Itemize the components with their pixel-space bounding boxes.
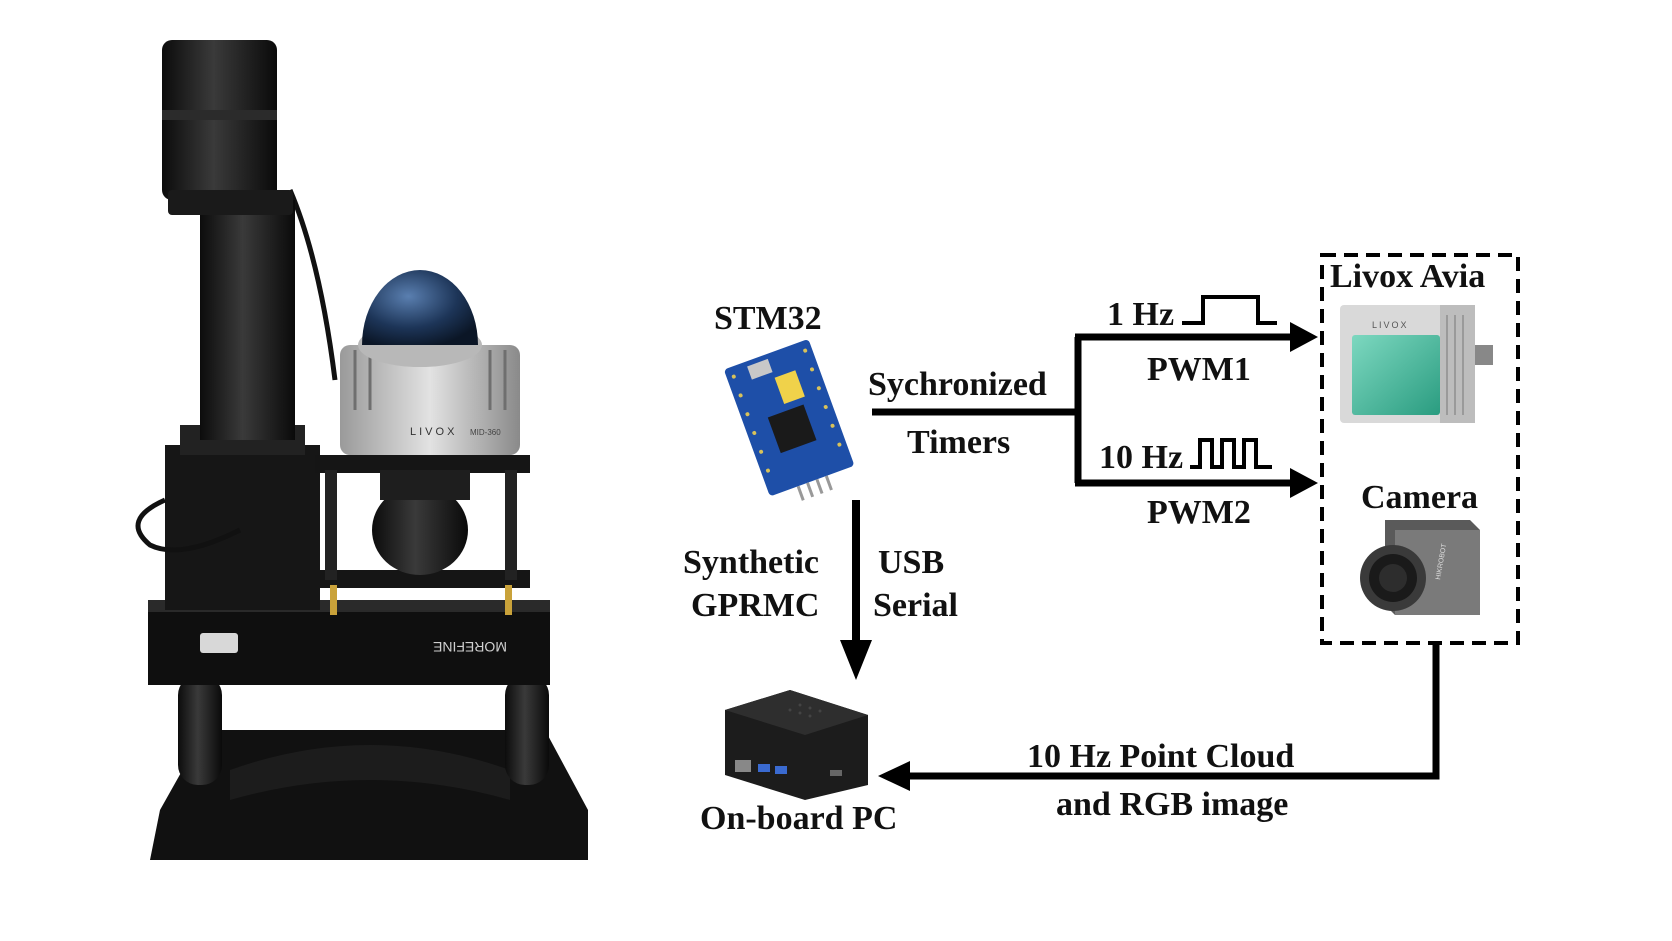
rig-lidar-brand: LIVOX (410, 426, 457, 438)
camera-label: Camera (1361, 479, 1479, 516)
rig-leg-left (178, 675, 222, 785)
data-return-line (905, 645, 1440, 780)
rig-lidar-body (340, 345, 520, 455)
rig-battery (165, 445, 320, 610)
point-cloud-label-line1: 10 Hz Point Cloud (1027, 738, 1295, 775)
rig-camera-lens (372, 485, 468, 575)
avia-brand: LIVOX (1372, 320, 1409, 330)
industrial-camera-icon: HIKROBOT (1360, 520, 1480, 615)
freq-1hz-label: 1 Hz (1107, 296, 1175, 333)
pulse-10hz-icon (1190, 438, 1272, 469)
onboard-pc-label: On-board PC (700, 800, 898, 837)
rig-lidar-model: MID-360 (470, 428, 501, 437)
point-cloud-label-line2: and RGB image (1056, 786, 1289, 823)
rig-leg-right (505, 675, 549, 785)
livox-avia-label: Livox Avia (1330, 258, 1486, 295)
rig-lidar-dome (362, 270, 478, 345)
data-return-arrowhead (878, 761, 910, 791)
rig-tube (200, 200, 295, 440)
pulse-1hz-icon (1182, 295, 1277, 325)
usb-label-line1: USB (878, 544, 945, 581)
pwm2-label: PWM2 (1147, 494, 1251, 531)
usb-label-line2: Serial (873, 587, 958, 624)
sync-label-line1: Sychronized (868, 366, 1047, 403)
sync-label-line2: Timers (907, 424, 1011, 461)
pwm1-label: PWM1 (1147, 351, 1251, 388)
stm32-label: STM32 (714, 300, 822, 337)
usb-serial-arrowhead (840, 640, 872, 680)
pwm2-arrowhead (1290, 468, 1318, 498)
sensor-dashed-box (1320, 253, 1520, 645)
sensor-rig-photo: MOREFINE LIVOX MID-360 (135, 40, 588, 860)
synthetic-label-line1: Synthetic (683, 544, 819, 581)
pwm1-arrowhead (1290, 322, 1318, 352)
synthetic-label-line2: GPRMC (691, 587, 820, 624)
stm32-board-icon (724, 339, 854, 501)
onboard-pc-icon (725, 690, 868, 800)
livox-avia-icon: LIVOX (1340, 305, 1493, 423)
freq-10hz-label: 10 Hz (1099, 439, 1184, 476)
rig-base-brand: MOREFINE (433, 639, 507, 655)
